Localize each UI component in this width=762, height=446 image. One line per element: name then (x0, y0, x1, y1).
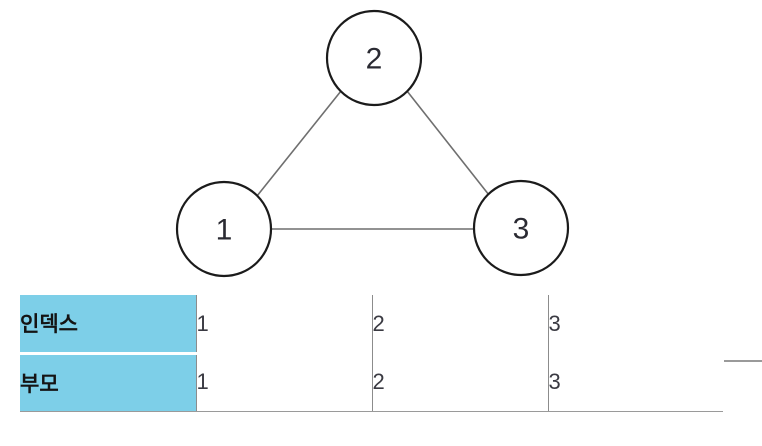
cell-parent-1: 1 (195, 353, 372, 411)
cell-parent-2: 2 (371, 353, 548, 411)
graph-node-2[interactable]: 2 (325, 9, 423, 107)
row-header-index: 인덱스 (20, 295, 196, 355)
cell-parent-3: 3 (547, 353, 724, 411)
cell-index-1: 1 (195, 295, 372, 353)
graph-node-1[interactable]: 1 (175, 180, 273, 278)
row-header-parent: 부모 (20, 351, 196, 411)
cell-index-3: 3 (547, 295, 724, 353)
graph-node-3-circle (472, 179, 570, 277)
graph-node-1-label: 1 (216, 214, 233, 247)
graph-node-3-label: 3 (513, 213, 530, 246)
graph-edge-1-2 (256, 90, 342, 197)
graph-canvas: 1 2 3 (175, 9, 570, 278)
graph-node-1-circle (175, 180, 273, 278)
index-parent-table: 인덱스 1 2 3 부모 1 2 3 (20, 295, 724, 411)
table-row-parent: 부모 1 2 3 (20, 351, 724, 411)
graph-node-2-label: 2 (366, 43, 383, 76)
graph-edge-2-3 (406, 90, 490, 196)
cell-index-2: 2 (371, 295, 548, 353)
graph-figure: 1 2 3 (175, 9, 570, 278)
table-row-index: 인덱스 1 2 3 (20, 295, 724, 355)
graph-node-2-circle (325, 9, 423, 107)
table-bottom-border (20, 410, 723, 413)
graph-node-3[interactable]: 3 (472, 179, 570, 277)
graph-edges (256, 90, 490, 230)
